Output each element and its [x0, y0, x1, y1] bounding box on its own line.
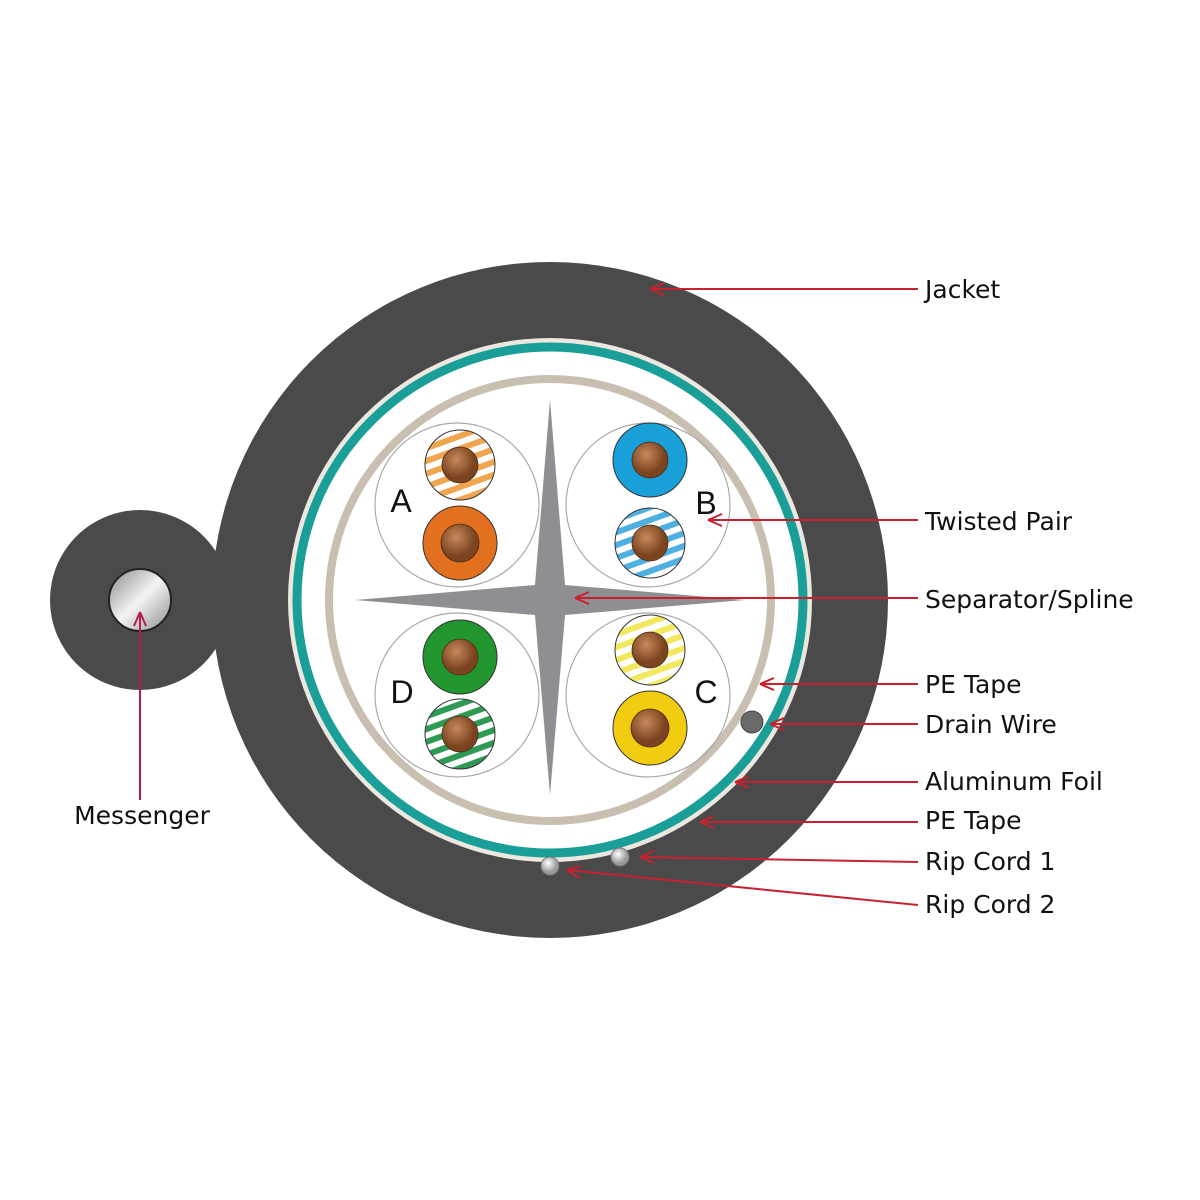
label-separator-spline: Separator/Spline [925, 585, 1134, 614]
label-rip-cord-1: Rip Cord 1 [925, 847, 1055, 876]
rip-cord-2 [540, 856, 560, 876]
label-twisted-pair: Twisted Pair [924, 507, 1073, 536]
pair-label-d: D [390, 674, 413, 710]
leader-lines [566, 282, 919, 906]
label-drain-wire: Drain Wire [925, 710, 1057, 739]
label-jacket: Jacket [923, 275, 1000, 304]
pair-label-a: A [390, 483, 412, 519]
label-aluminum-foil: Aluminum Foil [925, 767, 1103, 796]
pair-label-b: B [695, 485, 716, 521]
drain-wire [740, 710, 764, 734]
pair-bundles [374, 422, 731, 778]
separator-spline [355, 400, 745, 795]
messenger-leader [133, 611, 147, 800]
label-rip-cord-2: Rip Cord 2 [925, 890, 1055, 919]
label-messenger: Messenger [74, 801, 210, 830]
copper-cores [440, 441, 670, 753]
pair-label-c: C [694, 674, 717, 710]
label-pe-tape-outer: PE Tape [925, 806, 1022, 835]
label-pe-tape-inner: PE Tape [925, 670, 1022, 699]
rip-cord-1 [610, 847, 630, 867]
